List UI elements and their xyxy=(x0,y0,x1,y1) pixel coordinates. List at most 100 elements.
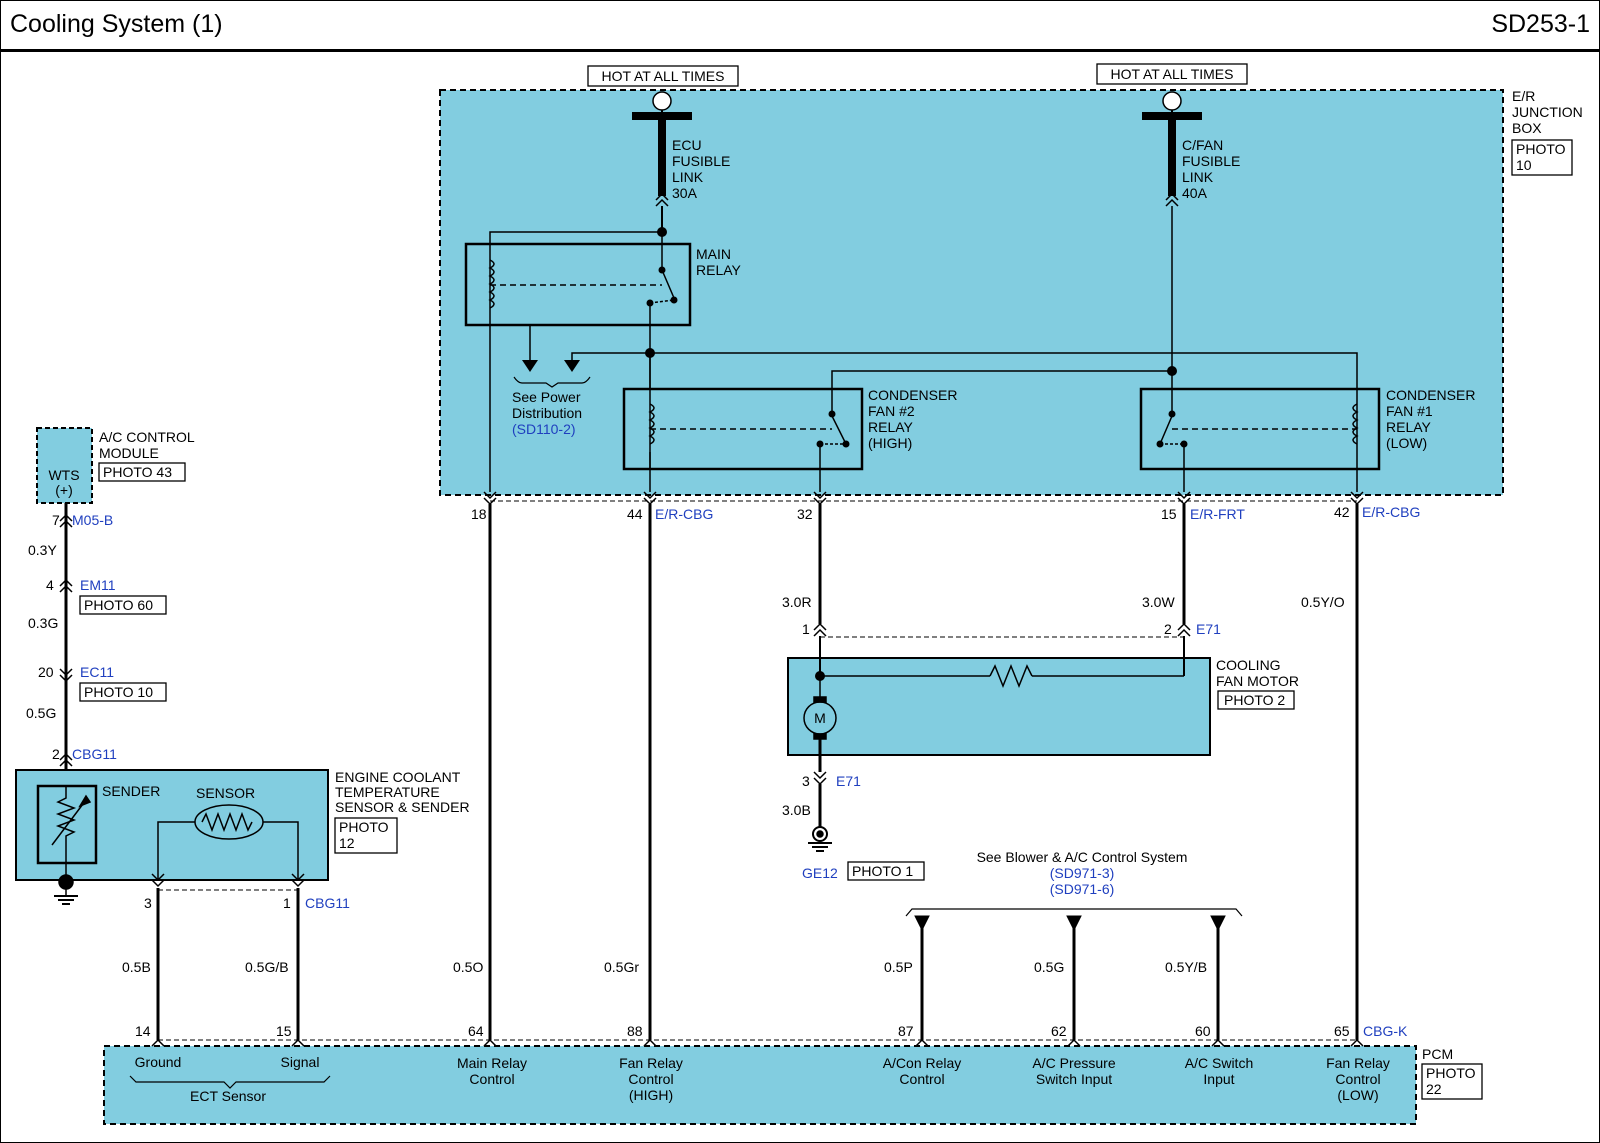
ac-module-l1: A/C CONTROL xyxy=(99,429,195,445)
ect-pin-1: 1 xyxy=(283,895,291,911)
ect-photo-2: 12 xyxy=(339,835,355,851)
wts-l1: WTS xyxy=(48,467,79,483)
fan-pin-1: 1 xyxy=(802,621,810,637)
pcm-ect: ECT Sensor xyxy=(190,1088,266,1104)
ect-conn[interactable]: CBG11 xyxy=(305,895,350,911)
ecu-link-l1: ECU xyxy=(672,137,702,153)
ac-control-module-box xyxy=(36,427,93,504)
pcm-photo-2: 22 xyxy=(1426,1081,1442,1097)
pin-15: 15 xyxy=(1161,506,1177,522)
pcm-acr-1: A/Con Relay xyxy=(883,1055,962,1071)
blower-ref2[interactable]: (SD971-6) xyxy=(1050,881,1115,897)
pcm-pin-15: 15 xyxy=(276,1023,292,1039)
pcm-pin-14: 14 xyxy=(135,1023,151,1039)
label-boxes xyxy=(79,63,1573,1100)
pcm-fanh-3: (HIGH) xyxy=(629,1087,673,1103)
pin-32: 32 xyxy=(797,506,813,522)
pcm-acr-2: Control xyxy=(899,1071,944,1087)
junction-label-3: BOX xyxy=(1512,120,1542,136)
ecu-link-l4: 30A xyxy=(672,185,698,201)
wire-03y: 0.3Y xyxy=(28,542,57,558)
wts-l2: (+) xyxy=(55,482,73,498)
power-distribution-arrows xyxy=(513,360,591,388)
wire-42: 0.5Y/O xyxy=(1301,594,1345,610)
wire-18: 0.5O xyxy=(453,959,483,975)
fan-conn-3[interactable]: E71 xyxy=(836,773,861,789)
blower-ref1[interactable]: (SD971-3) xyxy=(1050,865,1115,881)
ect-l2: TEMPERATURE xyxy=(335,784,440,800)
ac-module-l2: MODULE xyxy=(99,445,159,461)
pcm-acp-1: A/C Pressure xyxy=(1032,1055,1115,1071)
fan-conn[interactable]: E71 xyxy=(1196,621,1221,637)
junction-photo-2: 10 xyxy=(1516,157,1532,173)
ect-internals xyxy=(36,784,305,905)
conn-44[interactable]: E/R-CBG xyxy=(655,506,713,522)
cfan-link-l3: LINK xyxy=(1182,169,1214,185)
sensor-label: SENSOR xyxy=(196,785,255,801)
main-relay-box xyxy=(464,242,692,327)
hot-label-left: HOT AT ALL TIMES xyxy=(602,68,725,84)
conn-15[interactable]: E/R-FRT xyxy=(1190,506,1245,522)
main-relay-l2: RELAY xyxy=(696,262,742,278)
pcm-wires xyxy=(156,504,1359,1040)
main-relay-l1: MAIN xyxy=(696,246,731,262)
pcm-fanl-2: Control xyxy=(1335,1071,1380,1087)
relay-low-box xyxy=(1139,387,1381,471)
relay-low-l4: (LOW) xyxy=(1386,435,1427,451)
conn-m05b[interactable]: M05-B xyxy=(72,512,113,528)
pcm-fanh-1: Fan Relay xyxy=(619,1055,683,1071)
relay-low-l3: RELAY xyxy=(1386,419,1432,435)
relay-low-l1: CONDENSER xyxy=(1386,387,1475,403)
power-dist-ref[interactable]: (SD110-2) xyxy=(512,421,576,437)
pcm-signal: Signal xyxy=(281,1054,320,1070)
conn-42[interactable]: E/R-CBG xyxy=(1362,504,1420,520)
cfan-link-l2: FUSIBLE xyxy=(1182,153,1240,169)
relay-high-l3: RELAY xyxy=(868,419,914,435)
pcm-pin-labels: 14 15 64 88 87 62 60 65 xyxy=(135,1023,1350,1039)
blower-bracket xyxy=(905,908,1243,932)
pcm-acp-2: Switch Input xyxy=(1036,1071,1112,1087)
pcm-pin-65: 65 xyxy=(1334,1023,1350,1039)
ect-pin-3: 3 xyxy=(144,895,152,911)
ground-photo: PHOTO 1 xyxy=(852,863,913,879)
ecu-fusible-link xyxy=(632,91,692,237)
motor-label: M xyxy=(814,710,826,726)
blower-l1: See Blower & A/C Control System xyxy=(977,849,1188,865)
cfan-fusible-link xyxy=(1142,91,1202,207)
wire-03g: 0.3G xyxy=(28,615,58,631)
wire-60: 0.5Y/B xyxy=(1165,959,1207,975)
relay-high-l2: FAN #2 xyxy=(868,403,915,419)
photo-60: PHOTO 60 xyxy=(84,597,153,613)
fan-pin-2: 2 xyxy=(1164,621,1172,637)
wire-32: 3.0R xyxy=(782,594,812,610)
pin-20: 20 xyxy=(38,664,54,680)
relay-high-l4: (HIGH) xyxy=(868,435,912,451)
pin-44: 44 xyxy=(627,506,643,522)
ground-name[interactable]: GE12 xyxy=(802,865,838,881)
diagram-code: SD253-1 xyxy=(1491,10,1590,38)
pcm-conn[interactable]: CBG-K xyxy=(1363,1023,1408,1039)
junction-wiring xyxy=(488,206,1359,492)
cfan-link-l1: C/FAN xyxy=(1182,137,1223,153)
photo-10: PHOTO 10 xyxy=(84,684,153,700)
ect-l3: SENSOR & SENDER xyxy=(335,799,470,815)
conn-ec11[interactable]: EC11 xyxy=(80,664,114,680)
wire-ground: 3.0B xyxy=(782,802,811,818)
relay-high-box xyxy=(622,387,864,471)
ac-module-photo: PHOTO 43 xyxy=(103,464,172,480)
wire-05g: 0.5G xyxy=(26,705,56,721)
fan-motor-photo: PHOTO 2 xyxy=(1224,692,1285,708)
conn-em11[interactable]: EM11 xyxy=(80,577,116,593)
pcm-pin-60: 60 xyxy=(1195,1023,1211,1039)
conn-cbg11-top[interactable]: CBG11 xyxy=(72,746,117,762)
pin-42: 42 xyxy=(1334,504,1350,520)
junction-label-2: JUNCTION xyxy=(1512,104,1583,120)
fan-motor-node xyxy=(815,671,825,681)
wire-44: 0.5Gr xyxy=(604,959,639,975)
fan-motor-l1: COOLING xyxy=(1216,657,1281,673)
pcm-name: PCM xyxy=(1422,1046,1453,1062)
pcm-main-2: Control xyxy=(469,1071,514,1087)
pcm-acs-2: Input xyxy=(1203,1071,1234,1087)
relay-high-l1: CONDENSER xyxy=(868,387,957,403)
